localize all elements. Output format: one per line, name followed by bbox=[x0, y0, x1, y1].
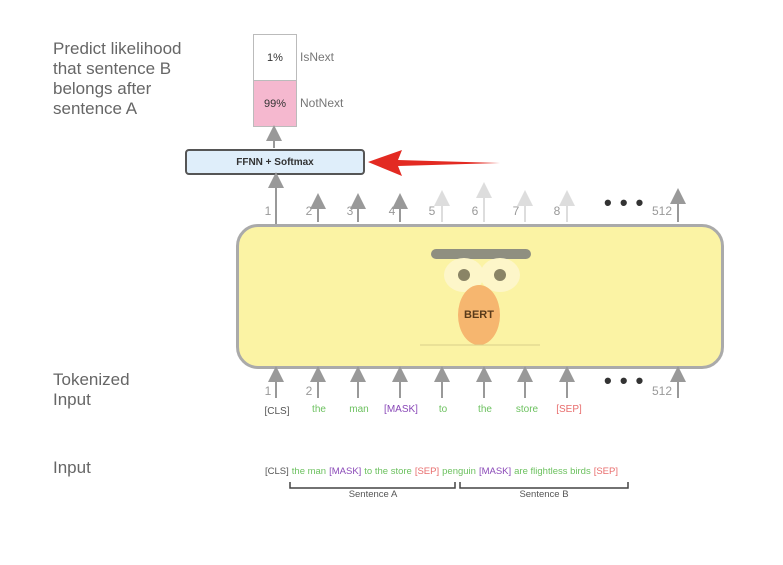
top-position-4: 4 bbox=[388, 204, 396, 218]
isnext-probability: 1% bbox=[267, 51, 283, 64]
bottom-position-1: 1 bbox=[264, 384, 272, 398]
input-segment-b2: are flightless birds bbox=[514, 466, 591, 477]
input-mask-b: [MASK] bbox=[478, 466, 512, 477]
input-segment-b1: penguin bbox=[442, 466, 476, 477]
token-mask: [MASK] bbox=[384, 404, 418, 415]
token-store: store bbox=[515, 404, 539, 415]
input-sep-b: [SEP] bbox=[593, 466, 618, 477]
notnext-probability: 99% bbox=[254, 80, 296, 126]
top-position-2: 2 bbox=[305, 204, 313, 218]
predict-label: Predict likelihood that sentence B belon… bbox=[53, 39, 182, 119]
notnext-label: NotNext bbox=[300, 96, 344, 110]
token-man: man bbox=[349, 404, 369, 415]
top-position-7: 7 bbox=[512, 204, 520, 218]
input-label: Input bbox=[53, 458, 91, 477]
top-position-1: 1 bbox=[264, 204, 272, 218]
input-segment-a2: to the store bbox=[364, 466, 412, 477]
top-ellipsis: • • • bbox=[604, 190, 645, 215]
sentence-a-label: Sentence A bbox=[348, 489, 398, 500]
token-the-2: the bbox=[478, 404, 492, 415]
token-sep: [SEP] bbox=[556, 404, 582, 415]
bottom-position-512: 512 bbox=[651, 384, 673, 398]
top-position-6: 6 bbox=[471, 204, 479, 218]
input-cls: [CLS] bbox=[265, 466, 289, 477]
sentence-a-bracket bbox=[289, 482, 456, 489]
predict-label-line: sentence A bbox=[53, 99, 138, 118]
bert-brow-shape bbox=[431, 249, 531, 259]
top-position-512: 512 bbox=[651, 204, 673, 218]
input-mask-a: [MASK] bbox=[329, 466, 362, 477]
input-segment-a1: the man bbox=[291, 466, 327, 477]
tokenized-label-line: Input bbox=[53, 390, 91, 409]
tokenized-input-label: Tokenized Input bbox=[53, 370, 130, 410]
token-cls: [CLS] bbox=[264, 406, 290, 417]
top-position-3: 3 bbox=[346, 204, 354, 218]
input-sep-a: [SEP] bbox=[414, 466, 440, 477]
sentence-b-bracket bbox=[459, 482, 629, 489]
token-to: to bbox=[438, 404, 448, 415]
sentence-b-label: Sentence B bbox=[519, 489, 569, 500]
bottom-ellipsis: • • • bbox=[604, 368, 645, 393]
predict-label-line: belongs after bbox=[53, 79, 152, 98]
isnext-label: IsNext bbox=[300, 50, 335, 64]
top-position-5: 5 bbox=[428, 204, 436, 218]
bert-left-pupil bbox=[458, 269, 470, 281]
bert-right-pupil bbox=[494, 269, 506, 281]
top-position-8: 8 bbox=[553, 204, 561, 218]
token-the: the bbox=[312, 404, 326, 415]
predict-label-line: that sentence B bbox=[53, 59, 172, 78]
red-pointer-arrow bbox=[368, 150, 500, 176]
bottom-position-2: 2 bbox=[305, 384, 313, 398]
input-sequence: [CLS]the man[MASK]to the store[SEP]pengu… bbox=[265, 466, 621, 477]
bert-label: BERT bbox=[458, 285, 500, 345]
predict-label-line: Predict likelihood bbox=[53, 39, 182, 58]
tokenized-label-line: Tokenized bbox=[53, 370, 130, 389]
